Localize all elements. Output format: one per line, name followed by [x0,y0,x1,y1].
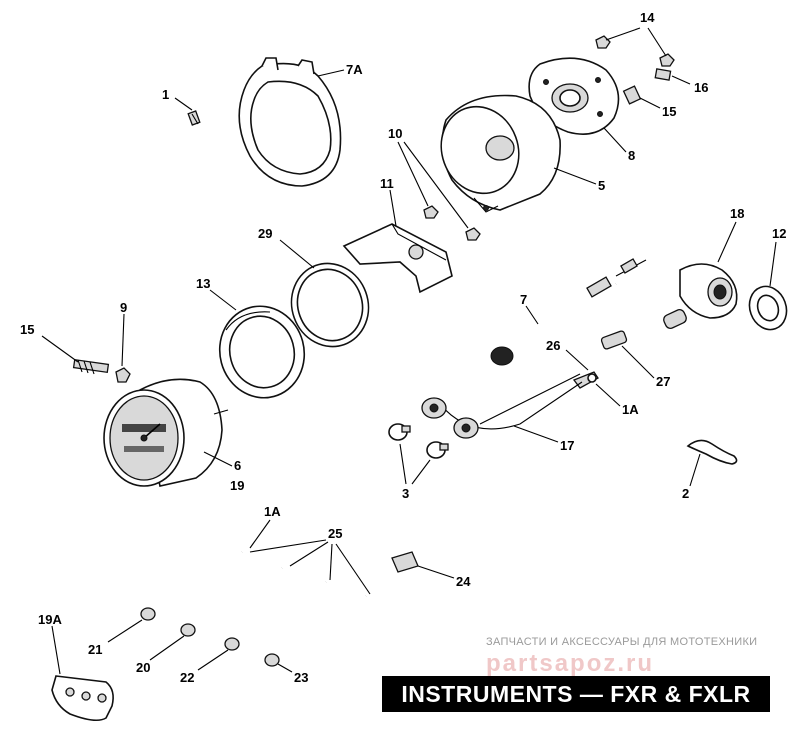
callout-3: 3 [402,486,409,501]
watermark-logo: partsapoz.ru [486,650,655,677]
callout-1a-bottom: 1A [264,504,281,519]
part-1-screw [187,110,201,126]
callout-16: 16 [694,80,708,95]
callout-13: 13 [196,276,210,291]
callout-9: 9 [120,300,127,315]
part-23-lamp-socket-wire [264,593,368,667]
callout-21: 21 [88,642,102,657]
part-29-retaining-ring [290,262,370,348]
part-7-lamp-cable [490,258,647,366]
part-11-bracket [342,223,453,294]
callout-10: 10 [388,126,402,141]
callout-14: 14 [640,10,655,25]
part-24-clip [391,551,419,573]
callout-26: 26 [546,338,560,353]
watermark-text: ЗАПЧАСТИ И АКСЕССУАРЫ ДЛЯ МОТОТЕХНИКИ [486,636,758,648]
leader-lines [41,27,777,675]
callout-2: 2 [682,486,689,501]
part-20-lamp-socket-wire [180,565,284,637]
part-19a-indicator-panel [51,675,114,722]
callout-24: 24 [456,574,471,589]
part-22-lamp-socket-wire [224,579,328,651]
callout-15-top: 15 [662,104,676,119]
part-12-washer [748,285,788,331]
part-3-bulbs [388,423,449,459]
part-27-connector [600,330,628,350]
callout-23: 23 [294,670,308,685]
part-13-bezel [218,305,306,399]
part-21-lamp-socket-wire [140,549,244,621]
part-10-nuts [423,205,481,241]
diagram-title: INSTRUMENTS — FXR & FXLR [382,676,770,712]
part-8-mounting-plate [528,57,620,135]
callout-8: 8 [628,148,635,163]
callout-7: 7 [520,292,527,307]
part-5-housing-cup [440,94,561,213]
part-17-wiring-harness [421,373,583,439]
callout-1a-middle: 1A [622,402,639,417]
part-16-screw [654,68,672,81]
callout-5: 5 [598,178,605,193]
callout-17: 17 [560,438,574,453]
part-15-top-stud [622,85,642,105]
callout-19a: 19A [38,612,62,627]
part-9-nut [115,367,131,383]
callout-18: 18 [730,206,744,221]
callout-1: 1 [162,87,169,102]
part-7a-ring-bracket [238,57,342,187]
callout-11: 11 [380,176,394,191]
callout-20: 20 [136,660,150,675]
callout-12: 12 [772,226,786,241]
callout-19: 19 [230,478,244,493]
part-6-gauge-assembly [103,378,229,487]
part-18-light-socket [663,263,738,329]
callout-25: 25 [328,526,342,541]
callout-7a: 7A [346,62,363,77]
part-14-nut [595,35,675,67]
callout-27: 27 [656,374,670,389]
part-2-spring-clip [686,439,738,465]
callout-22: 22 [180,670,194,685]
callout-29: 29 [258,226,272,241]
callout-6: 6 [234,458,241,473]
part-15-left-stud [72,358,110,375]
callout-15-left: 15 [20,322,34,337]
